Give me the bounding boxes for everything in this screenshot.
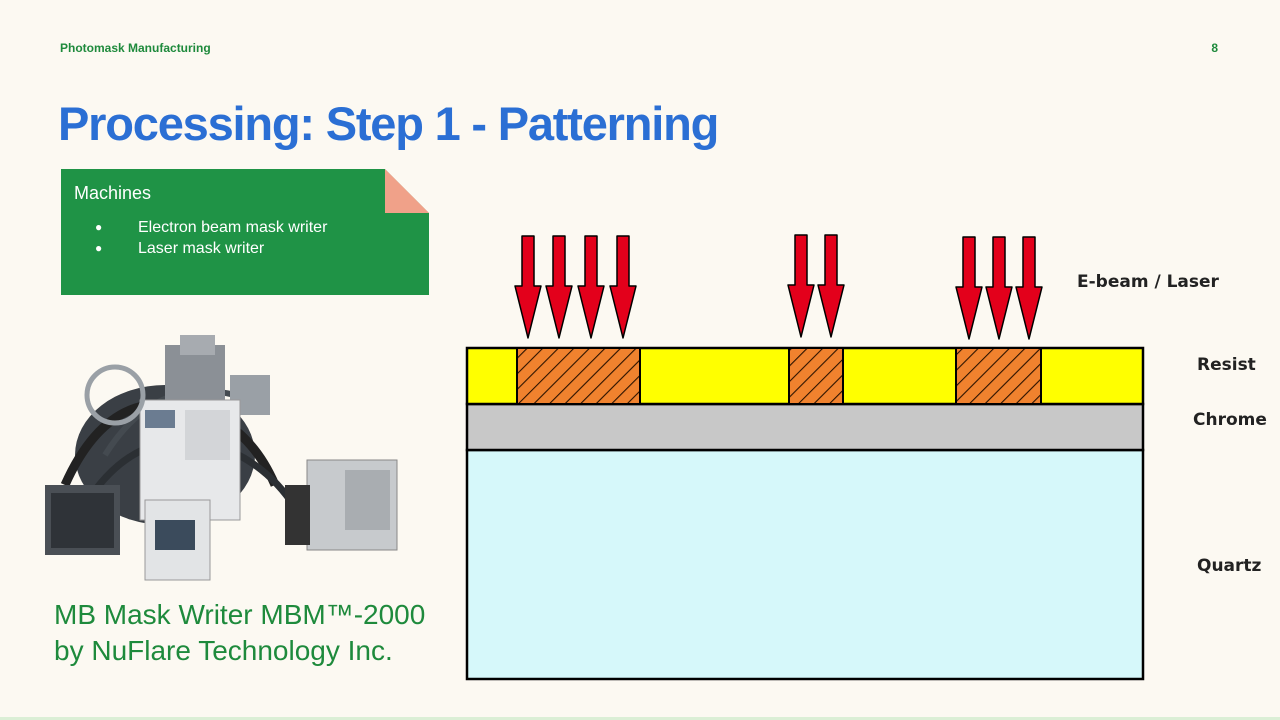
slide-title: Processing: Step 1 - Patterning	[58, 97, 719, 150]
chrome-layer	[465, 402, 1145, 452]
quartz-label: Quartz	[1197, 556, 1262, 576]
mask-writer-photo	[45, 335, 398, 581]
patterning-diagram	[465, 234, 1145, 681]
machines-note: Machines Electron beam mask writer Laser…	[61, 169, 429, 295]
machines-heading: Machines	[74, 183, 152, 203]
machines-list: Electron beam mask writer Laser mask wri…	[61, 217, 327, 259]
bottom-accent-line	[0, 717, 1280, 720]
exposed-region-1	[516, 347, 641, 405]
chrome-label: Chrome	[1193, 410, 1267, 430]
caption-line-1: MB Mask Writer MBM™-2000	[54, 599, 426, 630]
exposed-region-3	[955, 347, 1042, 405]
machine-item-ebeam: Electron beam mask writer	[61, 217, 327, 238]
resist-label: Resist	[1197, 355, 1256, 375]
photo-caption: MB Mask Writer MBM™-2000 by NuFlare Tech…	[54, 597, 425, 669]
machine-item-laser: Laser mask writer	[61, 238, 327, 259]
beam-label: E-beam / Laser	[1077, 272, 1219, 292]
exposed-region-2	[788, 347, 844, 405]
caption-line-2: by NuFlare Technology Inc.	[54, 635, 393, 666]
arrow-group-1	[514, 235, 637, 339]
page-number: 8	[1211, 41, 1218, 55]
note-folded-corner	[385, 169, 429, 213]
deck-title: Photomask Manufacturing	[60, 41, 211, 55]
arrow-group-2	[787, 234, 845, 338]
arrow-group-3	[955, 236, 1043, 340]
quartz-layer	[465, 448, 1145, 681]
